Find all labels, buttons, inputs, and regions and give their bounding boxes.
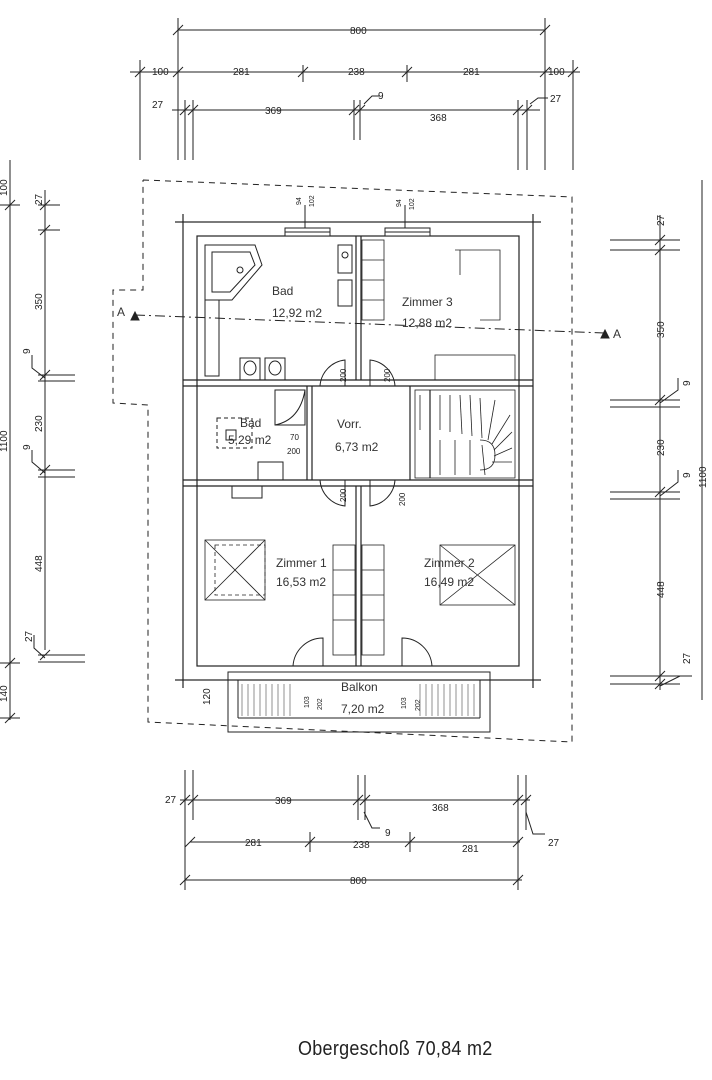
room-name-zimmer-1: Zimmer 1: [276, 556, 327, 570]
dim-right-chain-0: 27: [656, 214, 667, 226]
dormer-shapes: [204, 249, 516, 606]
dim-left-chain-5: 9: [22, 444, 33, 450]
window-label-3: 102: [409, 198, 416, 210]
balcony-door-label-2: 103: [401, 697, 408, 709]
dim-left-chain-0: 100: [0, 179, 10, 196]
bottom-dimensions: [179, 770, 545, 890]
dim-top-row3-2: 9: [378, 91, 384, 102]
dim-top-row3-3: 368: [430, 113, 447, 124]
chimney-column: [332, 239, 385, 656]
dim-top-row3-1: 369: [265, 106, 282, 117]
dim-right-chain-2: 9: [682, 380, 693, 386]
room-area-zimmer-2: 16,49 m2: [424, 575, 474, 589]
window-label-2: 94: [396, 199, 403, 207]
room-area-balkon: 7,20 m2: [341, 702, 385, 716]
dim-bottom-row2-1: 238: [353, 840, 370, 851]
dim-right-chain-6: 27: [682, 652, 693, 664]
dim-bottom-row1-mid: 9: [385, 828, 391, 839]
section-marker-left: A: [117, 305, 125, 319]
room-name-balkon: Balkon: [341, 680, 378, 694]
small-bath-fixtures: [216, 417, 284, 499]
dim-top-row2-3: 281: [463, 67, 480, 78]
room-area-small-bad: 5,29 m2: [228, 433, 272, 447]
dim-bottom-row1-end: 27: [548, 838, 560, 849]
small-door-label-1: 200: [287, 447, 301, 456]
dim-right-total: 1100: [698, 466, 709, 488]
dim-left-total: 1100: [0, 430, 10, 452]
dim-top-row2-0: 100: [152, 67, 169, 78]
dim-right-chain-3: 230: [656, 439, 667, 456]
dim-bottom-row2-2: 281: [462, 844, 479, 855]
room-name-small-bad: Bad: [240, 416, 261, 430]
room-name-zimmer-2: Zimmer 2: [424, 556, 475, 570]
staircase: [414, 389, 516, 479]
section-line-a-a: [130, 310, 610, 339]
dim-right-chain-1: 350: [656, 321, 667, 338]
window-label-1: 102: [309, 195, 316, 207]
dim-top-row3-0: 27: [152, 100, 164, 111]
dim-top-total: 800: [350, 26, 367, 37]
balcony-door-label-3: 202: [415, 699, 422, 711]
room-area-bad: 12,92 m2: [272, 306, 322, 320]
dim-left-chain-7: 27: [24, 630, 35, 642]
balcony: [227, 671, 491, 733]
balcony-door-label-0: 103: [304, 696, 311, 708]
dim-top-row3-4: 27: [550, 94, 562, 105]
dim-top-row2-2: 238: [348, 67, 365, 78]
small-door-label-0: 70: [290, 433, 299, 442]
dim-top-row2-1: 281: [233, 67, 250, 78]
door-label-4: 200: [398, 492, 407, 506]
roof-outline: [112, 179, 573, 743]
dim-left-chain-1: 27: [34, 193, 45, 205]
dim-left-chain-8: 140: [0, 685, 10, 702]
dim-top-row2-4: 100: [548, 67, 565, 78]
top-windows: [284, 205, 431, 237]
window-label-0: 94: [296, 197, 303, 205]
door-label-2: 200: [383, 368, 392, 382]
dim-left-balcony: 120: [202, 688, 213, 705]
dim-right-chain-4: 9: [682, 472, 693, 478]
bathtub: [204, 244, 263, 301]
room-area-zimmer-1: 16,53 m2: [276, 575, 326, 589]
room-name-vorraum: Vorr.: [337, 417, 362, 431]
room-name-zimmer-3: Zimmer 3: [402, 295, 453, 309]
door-label-3: 200: [339, 488, 348, 502]
left-dimensions: [0, 160, 85, 724]
top-dimensions: [130, 18, 580, 170]
room-area-zimmer-3: 12,88 m2: [402, 316, 452, 330]
right-dimensions: [610, 180, 703, 700]
dim-bottom-row1-2: 368: [432, 803, 449, 814]
dim-bottom-row1-0: 27: [165, 795, 177, 806]
floor-title: Obergeschoß 70,84 m2: [298, 1038, 493, 1060]
bath-fixtures: [204, 244, 353, 381]
section-marker-right: A: [613, 327, 621, 341]
dim-left-chain-2: 350: [34, 293, 45, 310]
dim-left-chain-6: 448: [34, 555, 45, 572]
balcony-door-label-1: 202: [317, 698, 324, 710]
shower: [274, 389, 306, 426]
dim-bottom-row2-0: 281: [245, 838, 262, 849]
room-name-bad: Bad: [272, 284, 293, 298]
dim-left-chain-3: 9: [22, 348, 33, 354]
dim-right-chain-5: 448: [656, 581, 667, 598]
doors: [292, 359, 433, 667]
dim-bottom-row1-1: 369: [275, 796, 292, 807]
door-label-1: 200: [339, 368, 348, 382]
dim-bottom-total: 800: [350, 876, 367, 887]
dim-left-chain-4: 230: [34, 415, 45, 432]
room-area-vorraum: 6,73 m2: [335, 440, 379, 454]
